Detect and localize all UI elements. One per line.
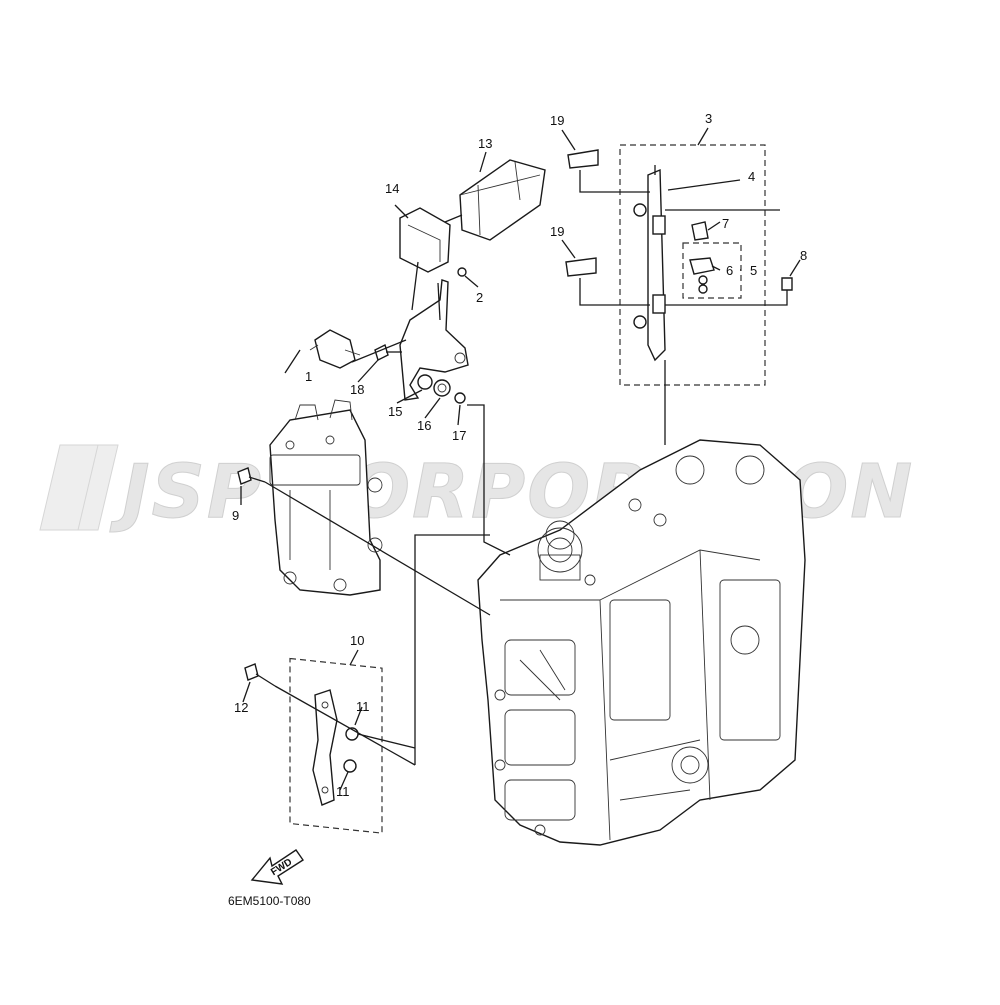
watermark-logo-bar-2: [77, 444, 119, 531]
callout-17: 17: [452, 428, 466, 443]
callout-6: 6: [726, 263, 733, 278]
callout-1: 1: [305, 369, 312, 384]
callout-14: 14: [385, 181, 399, 196]
cylinder-block: [477, 439, 806, 846]
callout-10: 10: [350, 633, 364, 648]
callouts: 1 2 3 4 5 6 7 8 9 10 11 11 12 13 14 15 1…: [232, 111, 807, 799]
callout-19a: 19: [550, 113, 564, 128]
diagram-code: 6EM5100-T080: [228, 894, 311, 908]
fwd-arrow-icon: FWD: [250, 849, 304, 885]
part-3-fuel-rail-assembly: [565, 144, 766, 386]
callout-19b: 19: [550, 224, 564, 239]
callout-15: 15: [388, 404, 402, 419]
callout-11a: 11: [356, 699, 370, 714]
callout-18: 18: [350, 382, 364, 397]
callout-3: 3: [705, 111, 712, 126]
vapor-separator-assembly: [269, 399, 383, 596]
callout-16: 16: [417, 418, 431, 433]
leader-lines: [240, 127, 801, 791]
part-15-bracket: [399, 279, 469, 401]
small-parts: [237, 267, 793, 687]
callout-11b: 11: [336, 784, 350, 799]
part-10-hanger-assembly: [289, 657, 383, 834]
callout-5: 5: [750, 263, 757, 278]
callout-2: 2: [476, 290, 483, 305]
callout-8: 8: [800, 248, 807, 263]
part-14-holder: [399, 207, 451, 273]
part-13-canister: [444, 159, 546, 241]
part-1-sensor: [309, 329, 361, 369]
callout-7: 7: [722, 216, 729, 231]
callout-13: 13: [478, 136, 492, 151]
callout-4: 4: [748, 169, 755, 184]
callout-12: 12: [234, 700, 248, 715]
callout-9: 9: [232, 508, 239, 523]
